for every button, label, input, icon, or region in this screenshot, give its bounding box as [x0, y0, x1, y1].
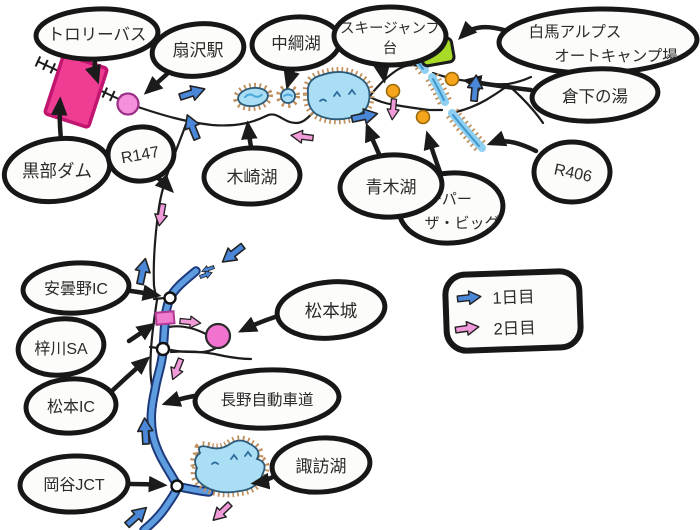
poi-dot-super-big	[415, 109, 431, 125]
day2-arrow	[289, 128, 315, 146]
label-matsumoto-ic: 松本IC	[47, 398, 95, 416]
okaya-jct-junction	[170, 479, 184, 493]
label-bubble-trolley-bus: トロリーバス	[33, 6, 161, 62]
label-matsumoto-castle: 松本城	[305, 301, 358, 321]
matsumoto-castle-dot	[204, 322, 232, 350]
nakatsuna-lake-shape	[276, 84, 300, 108]
poi-dot-skijump	[385, 83, 401, 99]
label-okaya-jct: 岡谷JCT	[43, 476, 105, 494]
label-bubble-hakuba-camp: 白馬アルプス オートキャンプ場	[496, 6, 700, 76]
label-trolley-bus: トロリーバス	[48, 26, 147, 44]
arrow-skijump	[373, 63, 391, 84]
arrow-azusagawa	[126, 322, 156, 344]
azusagawa-sa-marker	[154, 310, 176, 326]
label-bubble-ski-jump: スキージャンプ 台	[331, 4, 449, 68]
label-azumino-ic: 安曇野IC	[44, 280, 108, 298]
label-bubble-nagano-expressway: 長野自動車道	[192, 367, 342, 431]
day1-arrow	[131, 256, 154, 287]
day2-arrow	[385, 97, 401, 121]
label-aoki-lake: 青木湖	[366, 178, 417, 197]
arrow-kizaki	[241, 120, 258, 150]
label-ogizawa-station: 扇沢駅	[173, 41, 224, 60]
arrow-trolley	[84, 57, 101, 85]
day1-arrow	[465, 73, 485, 103]
legend: 1日目 2日目	[442, 268, 584, 354]
arrow-kurobe	[50, 96, 68, 142]
label-bubble-azusagawa-sa: 梓川SA	[15, 316, 107, 378]
label-suwa-lake: 諏訪湖	[296, 457, 347, 476]
label-bubble-kizaki-lake: 木崎湖	[201, 145, 303, 207]
matsumoto-ic-junction	[155, 341, 171, 357]
suwa-lake-shape	[190, 435, 270, 498]
road-r406-branch	[506, 83, 545, 125]
arrow-okaya	[127, 475, 168, 493]
arrow-nakatsuna	[283, 67, 300, 90]
day2-arrow	[207, 498, 236, 526]
ogizawa-station-dot	[116, 92, 140, 116]
label-super-big-line2: ザ・ビッグ	[424, 215, 499, 232]
road-to-castle	[167, 325, 208, 336]
label-kurobe-dam: 黒部ダム	[22, 161, 92, 181]
label-bubble-r406: R406	[531, 139, 613, 205]
label-bubble-azumino-ic: 安曇野IC	[20, 260, 132, 316]
label-kizaki-lake: 木崎湖	[227, 168, 278, 187]
label-bubble-okaya-jct: 岡谷JCT	[17, 453, 131, 515]
arrow-aoki	[364, 122, 382, 157]
label-bubble-matsumoto-ic: 松本IC	[23, 376, 119, 436]
label-ski-jump-line2: 台	[383, 40, 398, 57]
label-bubble-nakatsuna-lake: 中綱湖	[249, 14, 343, 72]
label-bubble-matsumoto-castle: 松本城	[274, 279, 388, 341]
label-bubble-kurobe-dam: 黒部ダム	[1, 135, 113, 205]
arrow-camp	[457, 20, 507, 41]
arrow-azumino	[128, 284, 162, 301]
label-ski-jump-line1: スキージャンプ	[340, 20, 441, 37]
day1-arrow	[217, 239, 249, 269]
poi-dot-kurashita	[444, 71, 460, 87]
legend-day2-label: 2日目	[493, 319, 536, 338]
label-r147: R147	[120, 144, 161, 167]
arrow-matsumoto-ic	[110, 356, 151, 393]
label-hakuba-camp-line1: 白馬アルプス	[529, 23, 622, 41]
arrow-r406	[486, 130, 539, 154]
label-azusagawa-sa: 梓川SA	[34, 340, 88, 358]
label-bubble-ogizawa-station: 扇沢駅	[149, 21, 247, 79]
road-castle-south	[169, 350, 253, 361]
arrow-ogizawa	[143, 71, 170, 95]
arrow-nagano	[161, 390, 197, 407]
day1-arrow	[176, 81, 208, 105]
day2-arrow	[166, 355, 188, 383]
legend-day1-label: 1日目	[492, 288, 535, 307]
day2-arrow	[152, 202, 170, 228]
legend-box	[442, 268, 584, 354]
label-hakuba-camp-line2: オートキャンプ場	[554, 47, 678, 65]
label-kurashita: 倉下の湯	[562, 87, 628, 106]
label-nagano-expressway: 長野自動車道	[220, 391, 313, 409]
label-nakatsuna-lake: 中綱湖	[271, 34, 321, 53]
arrow-super-big	[423, 130, 443, 175]
label-bubble-r147: R147	[105, 124, 177, 184]
label-bubble-kurashita: 倉下の湯	[529, 66, 661, 124]
label-bubble-aoki-lake: 青木湖	[337, 152, 445, 220]
arrow-castle	[237, 314, 278, 333]
aoki-lake-shape	[302, 67, 375, 125]
kizaki-lake-shape	[233, 82, 273, 112]
azumino-ic-junction	[163, 291, 177, 305]
label-bubble-suwa-lake: 諏訪湖	[269, 435, 373, 495]
